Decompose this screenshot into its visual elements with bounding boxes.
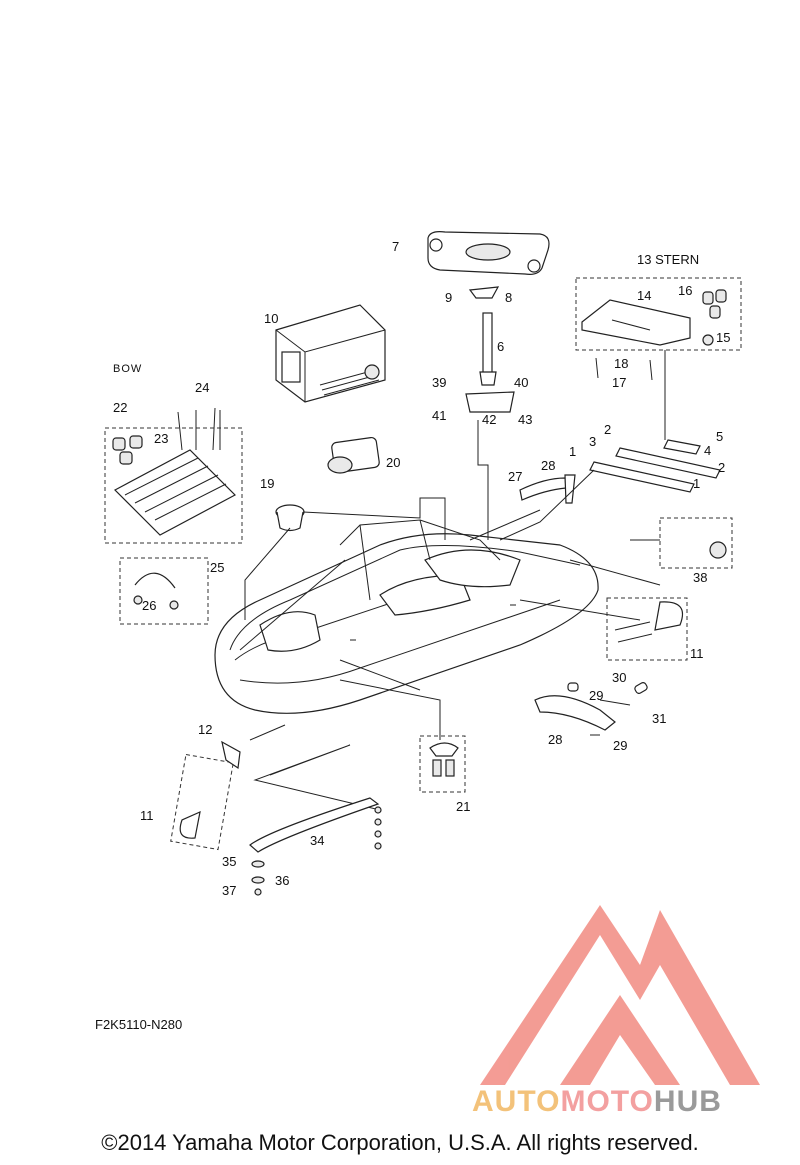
label-28: 28	[541, 458, 555, 473]
part-19-cup-body	[276, 511, 304, 532]
part-21-mirror	[327, 436, 380, 474]
label-25: 25	[210, 560, 224, 575]
part-39-40-bracket	[465, 391, 515, 413]
part-24-screws	[177, 407, 221, 451]
label-15: 15	[716, 330, 730, 345]
label-40: 40	[514, 375, 528, 390]
part-6-pedestal	[479, 312, 497, 386]
part-15-cap	[702, 334, 714, 346]
label-11-left: 11	[140, 808, 154, 823]
part-33-cap	[634, 682, 648, 694]
label-41: 41	[432, 408, 446, 423]
part-14-grab	[581, 299, 691, 346]
label-2a: 2	[604, 422, 611, 437]
label-37: 37	[222, 883, 236, 898]
label-1b: 1	[693, 476, 700, 491]
label-5: 5	[716, 429, 723, 444]
group-20-box	[419, 735, 466, 793]
label-13-stern: 13 STERN	[637, 252, 699, 267]
label-29: 28	[548, 732, 562, 747]
part-8-base	[468, 286, 500, 299]
part-34-nuts	[374, 806, 382, 850]
part-34-rail	[249, 797, 380, 853]
part-labels: 7 9 8 10 6 39 40 41 42 43 13 STERN 14 16…	[113, 239, 730, 898]
label-8: 8	[505, 290, 512, 305]
part-30-31-bolts	[590, 699, 631, 736]
label-23: 23	[154, 431, 168, 446]
group-38-box	[659, 517, 733, 569]
part-38-part	[709, 541, 727, 559]
part-35-37-hardware	[251, 860, 265, 896]
part-17-18-bolts	[595, 357, 653, 381]
label-43: 43	[518, 412, 532, 427]
part-29-handle	[534, 695, 616, 731]
label-12: 12	[198, 722, 212, 737]
part-16-bumpers	[702, 289, 727, 319]
group-25-box	[119, 557, 209, 625]
label-31: 29	[589, 688, 603, 703]
watermark-text: AUTOMOTOHUB	[472, 1085, 722, 1119]
label-39: 39	[432, 375, 446, 390]
label-17: 17	[612, 375, 626, 390]
label-3: 3	[589, 434, 596, 449]
part-28-bracket	[564, 474, 576, 504]
label-1a: 1	[569, 444, 576, 459]
part-20-cleat	[429, 742, 459, 757]
label-27: 27	[508, 469, 522, 484]
part-4-plate	[663, 439, 701, 455]
leader-lines	[239, 350, 666, 811]
label-22: 22	[113, 400, 127, 415]
label-10: 10	[264, 311, 278, 326]
group-11-right-box	[606, 597, 688, 661]
label-6: 6	[497, 339, 504, 354]
label-bow: BOW	[113, 363, 142, 375]
label-20: 21	[456, 799, 470, 814]
label-18: 18	[614, 356, 628, 371]
label-38: 38	[693, 570, 707, 585]
label-26: 26	[142, 598, 156, 613]
label-42: 42	[482, 412, 496, 427]
part-11-bolts-right	[614, 621, 653, 643]
group-11-left-box	[170, 753, 234, 851]
label-21: 20	[386, 455, 400, 470]
part-11-cleat-left	[179, 810, 201, 839]
part-1-2-rails	[589, 447, 721, 493]
label-34: 34	[310, 833, 324, 848]
part-10-cooler	[275, 304, 386, 403]
group-13-stern-box	[575, 277, 742, 351]
label-35: 35	[222, 854, 236, 869]
label-9: 9	[445, 290, 452, 305]
part-11-cleat-right	[654, 601, 684, 631]
watermark-auto: AUTO	[472, 1085, 561, 1118]
label-32: 31	[652, 711, 666, 726]
part-22-ladder	[112, 435, 236, 536]
watermark-moto: MOTO	[560, 1085, 654, 1118]
label-16: 16	[678, 283, 692, 298]
label-2b: 2	[718, 460, 725, 475]
watermark-hub: HUB	[653, 1085, 722, 1118]
watermark-logo	[480, 905, 760, 1085]
boat-hull	[214, 519, 599, 714]
part-25-strap	[134, 572, 176, 589]
label-7: 7	[392, 239, 399, 254]
label-14: 14	[637, 288, 651, 303]
label-11-right: 11	[690, 646, 704, 661]
copyright-text: ©2014 Yamaha Motor Corporation, U.S.A. A…	[101, 1130, 699, 1155]
label-33: 30	[612, 670, 626, 685]
diagram-code: F2K5110-N280	[95, 1017, 183, 1032]
part-12-bracket	[221, 740, 241, 770]
label-30: 29	[613, 738, 627, 753]
label-19: 19	[260, 476, 274, 491]
part-7-cushion	[427, 231, 550, 275]
label-4: 4	[704, 443, 711, 458]
part-27-hose	[519, 477, 567, 501]
part-33-cap-2	[567, 682, 579, 692]
label-24: 24	[195, 380, 209, 395]
label-36: 36	[275, 873, 289, 888]
